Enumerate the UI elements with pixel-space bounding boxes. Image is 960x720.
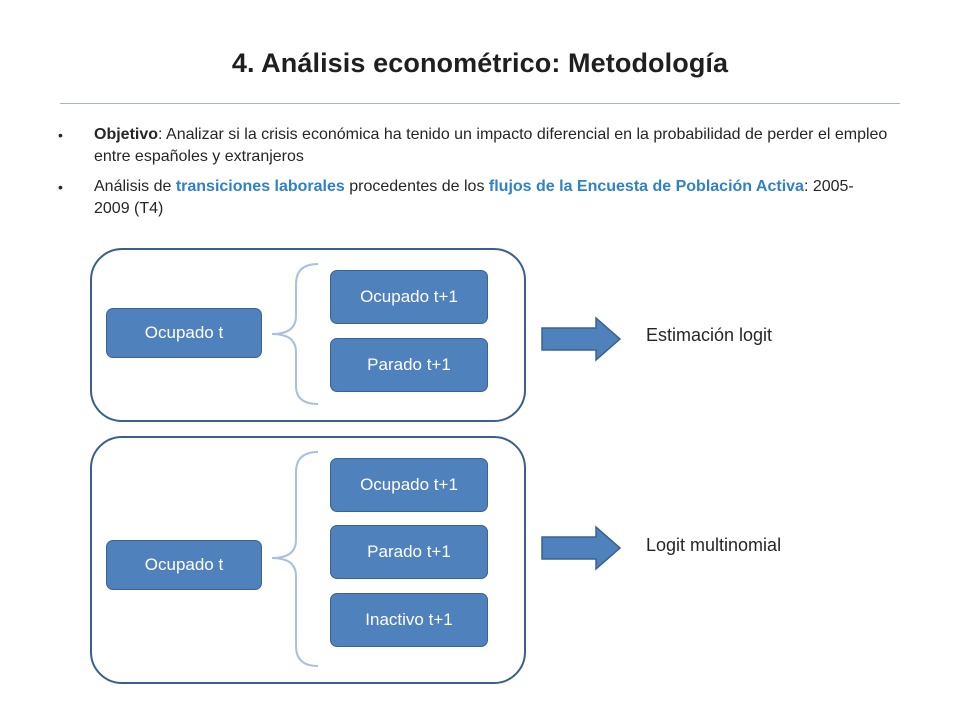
bullet-text: Análisis de transiciones laborales proce… [94,176,888,220]
target-node-ocupado-t1: Ocupado t+1 [330,270,488,324]
page-title: 4. Análisis econométrico: Metodología [231,48,729,78]
bullet-part: : Analizar si la crisis económica ha ten… [94,126,888,165]
bullet-analisis: • Análisis de transiciones laborales pro… [58,176,888,220]
bullet-part: flujos de la Encuesta de Población Activ… [488,178,804,195]
result-label-multinomial: Logit multinomial [646,535,782,555]
bullet-part: transiciones laborales [175,178,345,195]
target-node-inactivo-t1: Inactivo t+1 [330,593,488,647]
bullet-list: • Objetivo: Analizar si la crisis económ… [58,124,888,228]
source-node-ocupado-t: Ocupado t [106,540,262,590]
bullet-part: procedentes de los [344,178,489,195]
target-node-parado-t1: Parado t+1 [330,525,488,579]
title-divider [60,103,900,104]
bullet-objetivo: • Objetivo: Analizar si la crisis económ… [58,124,888,168]
bullet-part: Análisis de [94,178,176,195]
bullet-icon: • [58,179,63,195]
target-node-parado-t1: Parado t+1 [330,338,488,392]
target-node-ocupado-t1: Ocupado t+1 [330,458,488,512]
source-node-ocupado-t: Ocupado t [106,308,262,358]
right-arrow-icon [541,316,622,362]
right-arrow-icon [541,525,622,571]
result-label-logit: Estimación logit [646,325,773,345]
bullet-part: : 2005-2009 (T4) [94,178,854,217]
bullet-text: Objetivo: Analizar si la crisis económic… [94,124,888,168]
bullet-icon: • [58,127,63,143]
bullet-part: Objetivo [94,126,159,143]
